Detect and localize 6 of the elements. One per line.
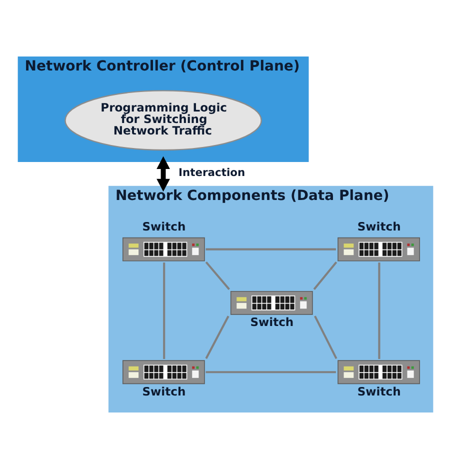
node-label: Switch	[357, 219, 401, 234]
node-label: Switch	[250, 314, 294, 329]
node-label: Switch	[142, 219, 186, 234]
edge-label: Interaction	[178, 165, 246, 178]
node-label: Switch	[357, 384, 401, 398]
node-label: Switch	[142, 384, 186, 398]
